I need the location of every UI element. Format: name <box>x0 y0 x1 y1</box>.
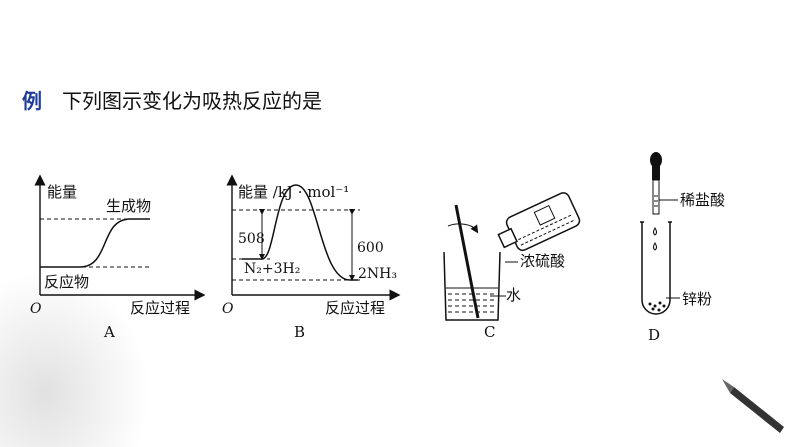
question-text: 下列图示变化为吸热反应的是 <box>62 88 322 113</box>
figure-b-products-label: 2NH₃ <box>358 266 397 282</box>
question-prefix: 例 <box>22 88 42 113</box>
figure-d-dropper-collar <box>652 166 660 180</box>
figure-c-beaker <box>443 251 501 321</box>
figure-a-origin: O <box>30 301 42 317</box>
figure-b-ylabel: 能量 /kJ · mol⁻¹ <box>238 183 349 201</box>
figure-d-caption: D <box>648 326 660 344</box>
figure-b-delta-label: 600 <box>357 240 384 256</box>
figure-d-dropper-bulb <box>650 152 662 168</box>
figure-a-product-label: 生成物 <box>106 197 151 215</box>
figure-b-caption: B <box>294 323 305 341</box>
figure-d: 稀盐酸 锌粉 D <box>640 152 725 344</box>
figure-c-acid-label: 浓硫酸 <box>520 252 565 270</box>
figure-c-caption: C <box>484 323 495 341</box>
figure-c-water-label: 水 <box>506 286 521 304</box>
figure-d-dropper-hatching <box>654 195 658 207</box>
figure-c-stir-arrow <box>447 223 479 234</box>
figure-c: 浓硫酸 水 C <box>443 192 581 341</box>
figure-d-test-tube <box>641 222 671 315</box>
brush-pen-decoration <box>722 379 784 433</box>
figure-b: 能量 /kJ · mol⁻¹ 508 600 N₂+3H₂ 2NH₃ O 反应过… <box>222 174 401 341</box>
figure-d-zinc-powder <box>648 301 666 312</box>
figure-d-drop-2 <box>653 242 657 251</box>
figure-c-water-hatching <box>448 293 496 313</box>
figure-b-reactants-label: N₂+3H₂ <box>244 261 300 277</box>
figure-d-acid-label: 稀盐酸 <box>680 191 725 209</box>
decorative-flower-background <box>0 270 150 447</box>
figure-a-caption: A <box>103 323 115 341</box>
figure-c-acid-bottle <box>497 192 581 252</box>
figure-b-energy-curve <box>242 184 358 281</box>
figure-d-dropper-tube <box>652 179 660 215</box>
question-line: 例 下列图示变化为吸热反应的是 <box>22 84 322 114</box>
figure-c-glass-rod <box>454 204 480 319</box>
figure-a-ylabel: 能量 <box>47 183 77 201</box>
figure-b-origin: O <box>222 301 234 317</box>
figure-a: 能量 生成物 反应物 O 反应过程 A <box>30 174 206 341</box>
figure-a-xlabel: 反应过程 <box>130 299 190 317</box>
figure-d-metal-label: 锌粉 <box>682 290 712 308</box>
figure-a-energy-curve <box>40 218 150 268</box>
figure-b-ea-label: 508 <box>238 231 265 247</box>
figure-b-xlabel: 反应过程 <box>325 299 385 317</box>
figure-d-drop-1 <box>653 227 657 236</box>
figure-a-reactant-label: 反应物 <box>44 273 89 291</box>
